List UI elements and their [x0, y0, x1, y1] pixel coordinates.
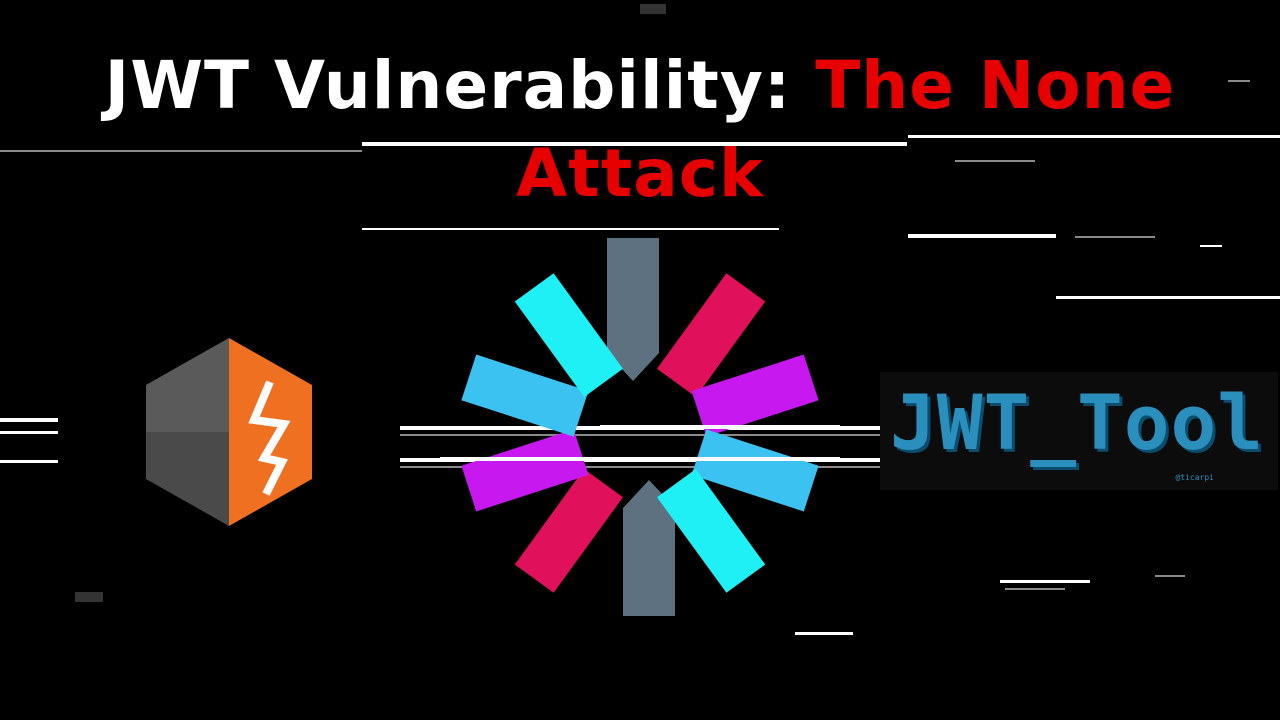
jwt-io-flower-icon — [440, 238, 840, 616]
jwt-tool-banner: JWT_Tool @ticarpi — [880, 372, 1278, 490]
jwt-tool-title: JWT_Tool — [890, 378, 1265, 467]
title-second-line: Attack — [516, 135, 764, 212]
title-white-text: JWT Vulnerability: — [104, 47, 816, 124]
jwt-tool-handle: @ticarpi — [1175, 473, 1214, 482]
burp-suite-lightning-hexagon-icon — [146, 338, 312, 526]
video-title: JWT Vulnerability: The None Attack — [0, 42, 1280, 218]
title-red-text: The None — [815, 47, 1176, 124]
